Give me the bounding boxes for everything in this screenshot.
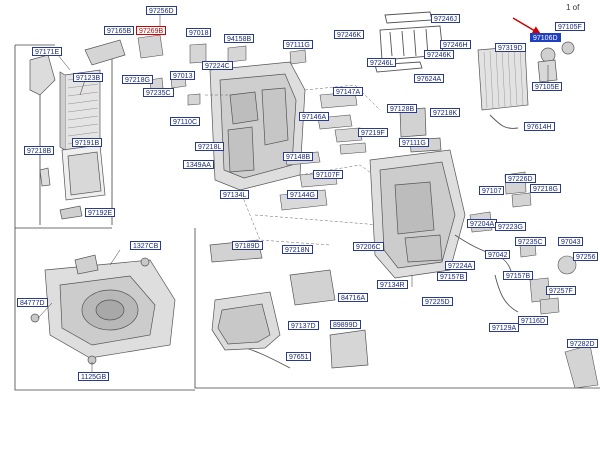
part-label-97224c[interactable]: 97224C bbox=[202, 61, 233, 70]
part-label-97204a[interactable]: 97204A bbox=[467, 219, 498, 228]
part-label-97144g[interactable]: 97144G bbox=[287, 190, 318, 199]
part-label-1327cb[interactable]: 1327CB bbox=[130, 241, 162, 250]
part-label-97106d[interactable]: 97106D bbox=[530, 33, 561, 42]
part-label-97219f[interactable]: 97219F bbox=[358, 128, 388, 137]
part-label-84716a[interactable]: 84716A bbox=[338, 293, 369, 302]
part-label-97128b[interactable]: 97128B bbox=[387, 104, 418, 113]
part-label-97171e[interactable]: 97171E bbox=[32, 47, 63, 56]
part-label-97218k[interactable]: 97218K bbox=[430, 108, 461, 117]
part-label-97157b-b[interactable]: 97157B bbox=[503, 271, 534, 280]
page-indicator: 1 of bbox=[566, 3, 580, 12]
part-label-97235c[interactable]: 97235C bbox=[143, 88, 174, 97]
part-label-84777d[interactable]: 84777D bbox=[17, 298, 48, 307]
part-label-97218g-a[interactable]: 97218G bbox=[122, 75, 153, 84]
part-label-97146a[interactable]: 97146A bbox=[299, 112, 330, 121]
part-label-97223g[interactable]: 97223G bbox=[495, 222, 526, 231]
part-label-97614h[interactable]: 97614H bbox=[524, 122, 555, 131]
hvac-housing-left bbox=[209, 61, 306, 191]
part-label-97269b[interactable]: 97269B bbox=[136, 26, 167, 35]
part-label-97191b[interactable]: 97191B bbox=[72, 138, 103, 147]
hvac-housing-right bbox=[369, 107, 466, 279]
part-label-97134l[interactable]: 97134L bbox=[220, 190, 250, 199]
part-label-1349aa[interactable]: 1349AA bbox=[183, 160, 214, 169]
part-label-97189d[interactable]: 97189D bbox=[232, 241, 263, 250]
part-label-97282d[interactable]: 97282D bbox=[567, 339, 598, 348]
part-label-97246k-b[interactable]: 97246K bbox=[424, 50, 455, 59]
cabin-filter-part bbox=[477, 41, 575, 111]
part-label-97107[interactable]: 97107 bbox=[479, 186, 505, 195]
part-label-97226d[interactable]: 97226D bbox=[505, 174, 536, 183]
part-label-97192e[interactable]: 97192E bbox=[85, 208, 116, 217]
bottom-middle-parts bbox=[209, 239, 369, 369]
pointer-arrow bbox=[512, 17, 542, 35]
part-label-97624a[interactable]: 97624A bbox=[414, 74, 445, 83]
part-label-97319d[interactable]: 97319D bbox=[495, 43, 526, 52]
part-label-97651[interactable]: 97651 bbox=[286, 352, 312, 361]
upper-small-parts bbox=[137, 34, 307, 106]
blower-unit-part bbox=[30, 254, 176, 365]
part-label-97137d[interactable]: 97137D bbox=[288, 321, 319, 330]
part-label-97246j[interactable]: 97246J bbox=[431, 14, 460, 23]
part-label-97257f[interactable]: 97257F bbox=[546, 286, 576, 295]
part-label-97123b[interactable]: 97123B bbox=[73, 73, 104, 82]
part-label-97218b[interactable]: 97218B bbox=[24, 146, 55, 155]
part-label-97134r[interactable]: 97134R bbox=[377, 280, 408, 289]
part-label-97256d[interactable]: 97256D bbox=[146, 6, 177, 15]
part-label-97107f[interactable]: 97107F bbox=[313, 170, 343, 179]
part-label-97235c-b[interactable]: 97235C bbox=[515, 237, 546, 246]
part-label-97116d[interactable]: 97116D bbox=[518, 316, 549, 325]
part-label-97206c[interactable]: 97206C bbox=[353, 242, 384, 251]
part-label-97225d[interactable]: 97225D bbox=[422, 297, 453, 306]
part-label-97110c[interactable]: 97110C bbox=[170, 117, 201, 126]
part-label-97148b[interactable]: 97148B bbox=[283, 152, 314, 161]
filter-frame-part bbox=[39, 144, 106, 220]
part-label-97018[interactable]: 97018 bbox=[186, 28, 212, 37]
part-label-97224a[interactable]: 97224A bbox=[445, 261, 476, 270]
part-label-97111g[interactable]: 97111G bbox=[283, 40, 313, 49]
part-label-97105f[interactable]: 97105F bbox=[555, 22, 585, 31]
part-label-97157b-a[interactable]: 97157B bbox=[437, 272, 468, 281]
part-label-97013[interactable]: 97013 bbox=[170, 71, 196, 80]
part-label-97147a[interactable]: 97147A bbox=[333, 87, 364, 96]
part-label-97246h[interactable]: 97246H bbox=[440, 40, 471, 49]
part-label-89899d[interactable]: 89899D bbox=[330, 320, 361, 329]
part-label-97218g-b[interactable]: 97218G bbox=[530, 184, 561, 193]
part-label-97218n[interactable]: 97218N bbox=[282, 245, 313, 254]
part-label-1125gb[interactable]: 1125GB bbox=[78, 372, 110, 381]
part-label-97111g-b[interactable]: 97111G bbox=[399, 138, 429, 147]
part-label-97105e[interactable]: 97105E bbox=[532, 82, 563, 91]
part-label-97043[interactable]: 97043 bbox=[558, 237, 584, 246]
part-label-97246k-a[interactable]: 97246K bbox=[334, 30, 365, 39]
part-label-97042[interactable]: 97042 bbox=[485, 250, 511, 259]
right-small-parts bbox=[469, 171, 599, 389]
part-label-94158b[interactable]: 94158B bbox=[224, 34, 255, 43]
part-label-97165b[interactable]: 97165B bbox=[104, 26, 135, 35]
part-label-97129a[interactable]: 97129A bbox=[489, 323, 520, 332]
part-label-97256[interactable]: 97256 bbox=[573, 252, 599, 261]
part-label-97218l[interactable]: 97218L bbox=[195, 142, 225, 151]
part-label-97246l[interactable]: 97246L bbox=[367, 58, 397, 67]
